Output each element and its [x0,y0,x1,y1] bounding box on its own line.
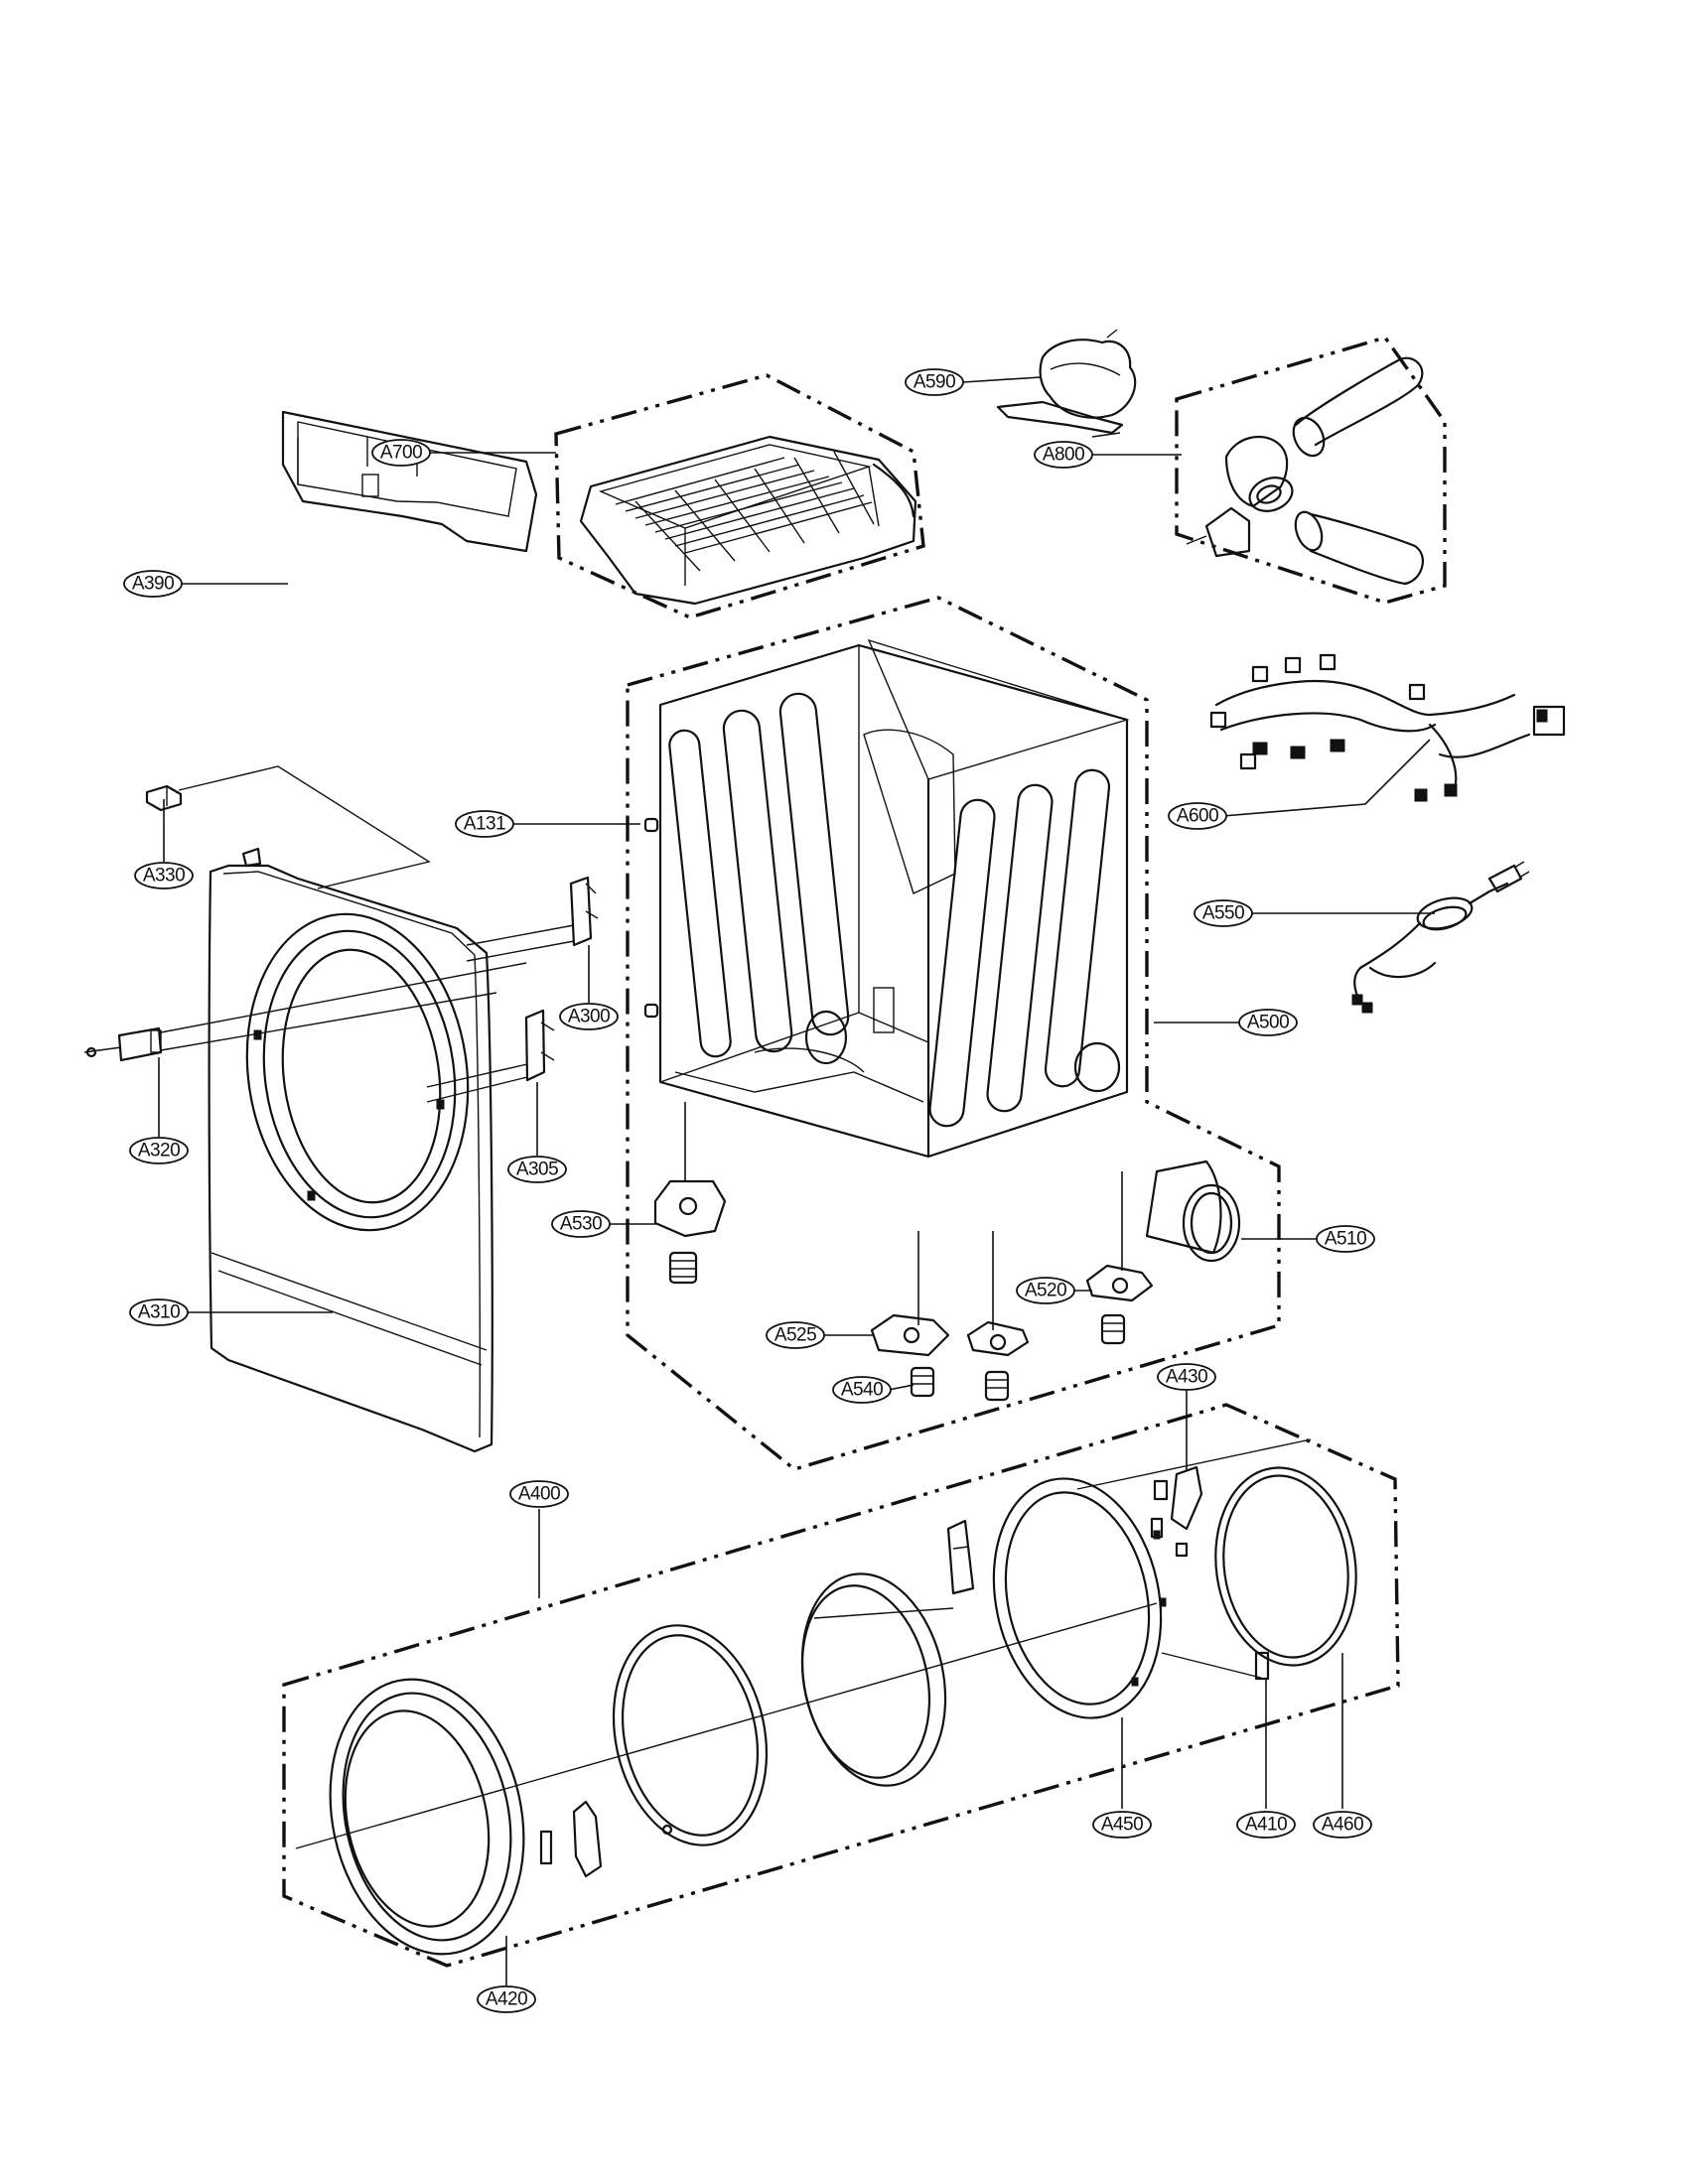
group-boundary-door [282,1403,1400,1968]
control-panel-bracket [281,410,538,553]
door-glass [612,1624,769,1846]
reference-line-a330 [178,765,431,889]
callout-a520: A520 [1016,1277,1075,1304]
svg-text:A300: A300 [568,1007,610,1027]
callout-a550: A550 [1194,899,1253,927]
group-boundary-top-plate [554,373,925,619]
svg-text:A460: A460 [1322,1815,1363,1836]
svg-text:A600: A600 [1177,806,1218,827]
svg-text:A450: A450 [1101,1815,1143,1836]
power-cord [1351,861,1530,1014]
callout-a460: A460 [1313,1811,1372,1839]
duct-assembly [1186,356,1425,586]
door-hinge-frame [992,1477,1167,1719]
callout-a430: A430 [1157,1363,1216,1391]
front-panel [208,847,493,1453]
callout-a600: A600 [1168,802,1227,830]
svg-text:A590: A590 [914,372,955,393]
callout-a540: A540 [832,1376,892,1404]
callout-a320: A320 [129,1137,189,1164]
group-boundary-duct [1175,336,1447,605]
door-hinge-rails [83,876,599,1103]
callout-a410: A410 [1236,1811,1296,1839]
callout-a330: A330 [134,862,194,889]
svg-text:A520: A520 [1025,1281,1066,1301]
door-outer-frame [329,1678,525,1956]
svg-text:A330: A330 [143,866,185,887]
leveling-legs-and-brackets [653,1179,1154,1402]
duct-cover-part [996,329,1137,435]
callout-a510: A510 [1316,1225,1375,1253]
svg-text:A305: A305 [516,1160,558,1180]
door-axis-lines [295,1438,1312,1849]
svg-text:A540: A540 [841,1380,883,1401]
svg-text:A525: A525 [774,1325,816,1346]
callout-a500: A500 [1238,1009,1298,1036]
svg-text:A410: A410 [1245,1815,1287,1836]
callout-a800: A800 [1034,441,1093,469]
svg-text:A800: A800 [1043,445,1084,466]
exhaust-duct [1145,1160,1241,1263]
callout-a590: A590 [905,368,964,396]
svg-text:A510: A510 [1325,1229,1366,1250]
callout-a131: A131 [455,810,514,838]
svg-text:A700: A700 [380,443,422,464]
leader-lines [158,376,1435,1985]
small-part-a330 [145,784,183,812]
group-boundary-cabinet [626,596,1281,1471]
door-gasket [1214,1466,1357,1667]
callout-a400: A400 [509,1480,569,1508]
callout-a305: A305 [507,1156,567,1183]
top-plate-grille [579,435,917,606]
door-lock-catch [946,1519,1270,1681]
svg-text:A390: A390 [132,574,174,595]
svg-text:A310: A310 [138,1302,180,1323]
wire-harness [1209,653,1566,802]
callout-a420: A420 [477,1985,536,2013]
door-handle-parts [539,1800,673,1878]
svg-text:A500: A500 [1247,1013,1289,1033]
svg-text:A550: A550 [1202,903,1244,924]
svg-text:A420: A420 [486,1989,527,2010]
callout-a450: A450 [1092,1811,1152,1839]
door-hinge [1150,1465,1203,1558]
callout-a525: A525 [766,1321,825,1349]
svg-text:A320: A320 [138,1141,180,1161]
svg-text:A430: A430 [1166,1367,1207,1388]
callout-a700: A700 [371,439,431,467]
door-inner-ring [800,1572,954,1787]
callout-a390: A390 [123,570,183,598]
svg-text:A131: A131 [464,814,505,835]
callout-a310: A310 [129,1298,189,1326]
svg-text:A530: A530 [560,1214,602,1235]
callout-a300: A300 [559,1003,619,1030]
callout-a530: A530 [551,1210,611,1238]
svg-text:A400: A400 [518,1484,560,1505]
cabinet [643,638,1130,1159]
